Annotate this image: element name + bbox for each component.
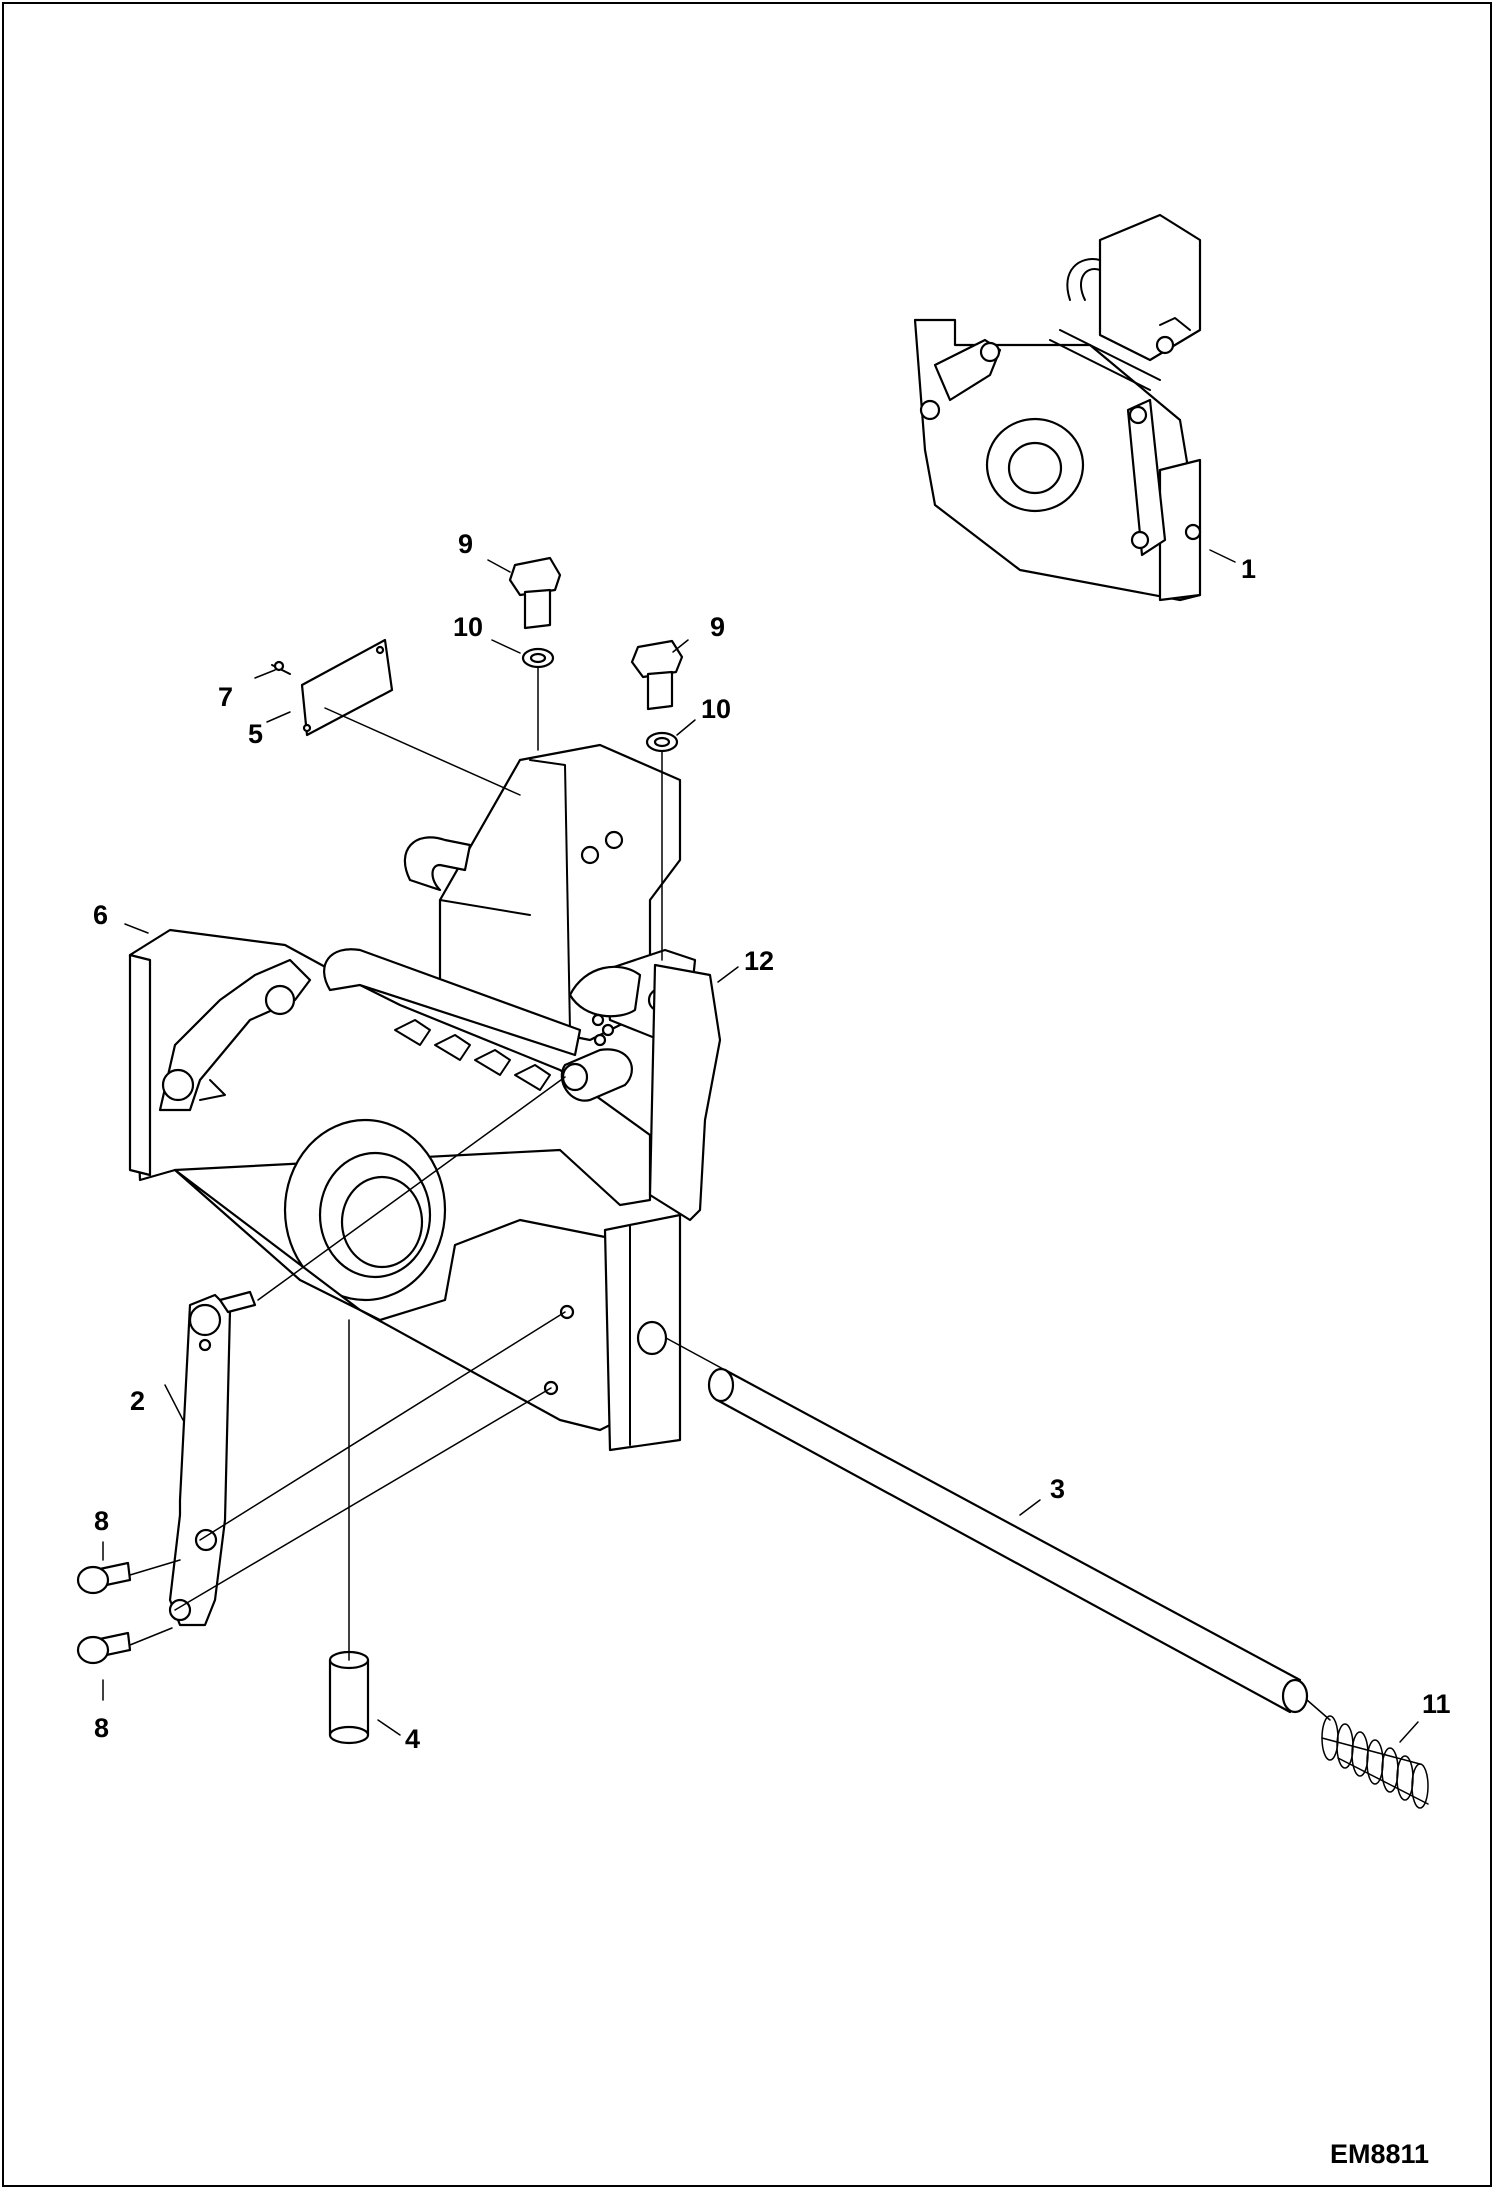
callout-3: 3 (1050, 1474, 1065, 1504)
leader-lines (102, 549, 1419, 1743)
callout-labels: 1 2 3 4 5 6 7 8 8 9 9 10 10 11 12 (93, 529, 1451, 1754)
pin-8b-drawing (76, 1631, 132, 1665)
bolt-9b-drawing (630, 639, 684, 753)
callout-6: 6 (93, 900, 108, 930)
pin-8a-drawing (76, 1561, 132, 1595)
callout-4: 4 (405, 1724, 420, 1754)
shaft-3-drawing (707, 1367, 1309, 1714)
callout-1: 1 (1241, 554, 1256, 584)
main-housing-drawing (128, 743, 722, 1452)
callout-9b: 9 (710, 612, 725, 642)
spring-11-drawing (1321, 1715, 1429, 1809)
assembly-lines (129, 667, 1331, 1721)
callout-2: 2 (130, 1386, 145, 1416)
callout-10b: 10 (701, 694, 731, 724)
callout-8a: 8 (94, 1506, 109, 1536)
callout-5: 5 (248, 719, 263, 749)
callout-7: 7 (218, 682, 233, 712)
bushing-4-drawing (328, 1650, 370, 1745)
callout-12: 12 (744, 946, 774, 976)
callout-8b: 8 (94, 1713, 109, 1743)
figure-id: EM8811 (1330, 2139, 1429, 2169)
callout-11: 11 (1422, 1689, 1451, 1719)
callout-10a: 10 (453, 612, 483, 642)
link-arm-2-drawing (168, 1290, 257, 1627)
plate-5-drawing (271, 638, 394, 737)
callout-9a: 9 (458, 529, 473, 559)
assembled-unit-drawing (913, 213, 1202, 602)
bolt-9a-drawing (508, 556, 562, 669)
